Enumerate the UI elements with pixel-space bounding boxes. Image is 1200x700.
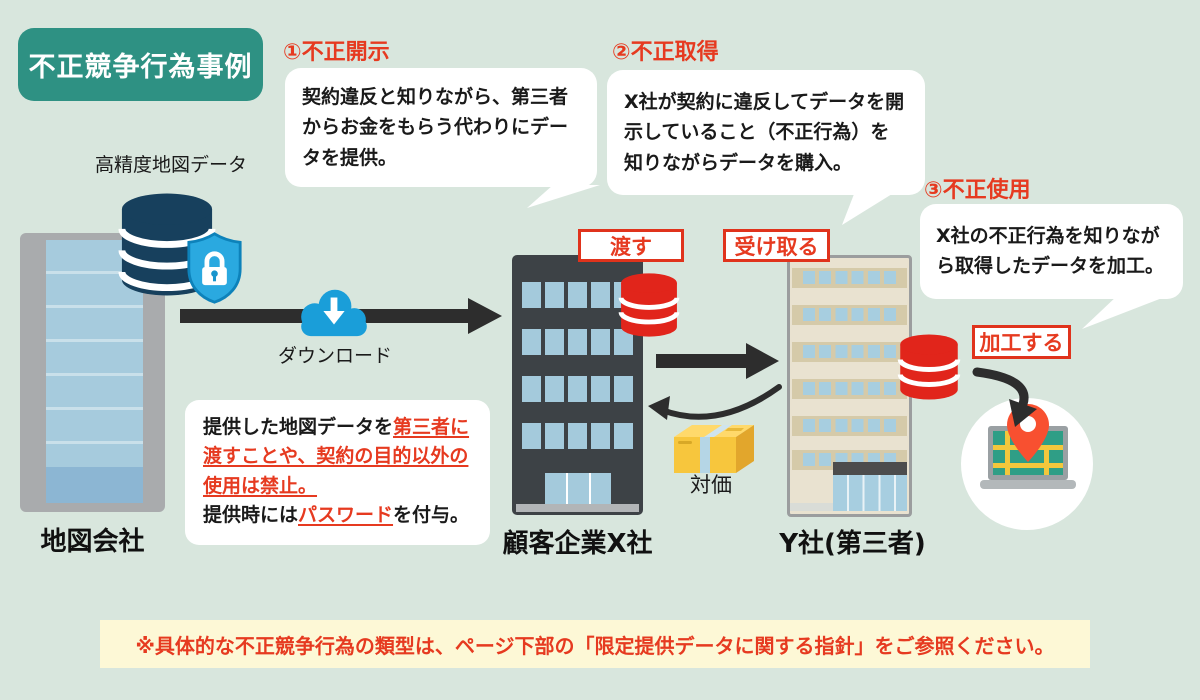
building-x-window-row bbox=[522, 423, 633, 449]
speech-bubble-acquisition: X社が契約に違反してデータを開示していること（不正行為）を知りながらデータを購入… bbox=[607, 70, 925, 196]
building-company-x bbox=[512, 255, 643, 515]
action-label-give: 渡す bbox=[578, 229, 684, 262]
label-company-x: 顧客企業X社 bbox=[502, 529, 653, 559]
contract-note-red2: パスワード bbox=[298, 504, 394, 527]
footer-note-text: ※具体的な不正競争行為の類型は、ページ下部の「限定提供データに関する指針」をご参… bbox=[135, 633, 1055, 658]
contract-note-black1: 提供した地図データを bbox=[203, 416, 394, 438]
database-icon-given-data bbox=[618, 273, 680, 337]
speech-bubble-acquisition-text: X社が契約に違反してデータを開示していること（不正行為）を知りながらデータを購入… bbox=[624, 91, 905, 174]
contract-note-box: 提供した地図データを第三者に渡すことや、契約の目的以外の使用は禁止。 提供時には… bbox=[185, 400, 490, 545]
callout2-heading: ②不正取得 bbox=[612, 40, 719, 65]
speech-bubble-disclosure: 契約違反と知りながら、第三者からお金をもらう代わりにデータを提供。 bbox=[285, 68, 597, 188]
action-label-process: 加工する bbox=[972, 325, 1071, 359]
speech-bubble-use-tail bbox=[1082, 295, 1170, 329]
building-company-y bbox=[787, 255, 912, 517]
contract-note-black2: 提供時には bbox=[203, 504, 299, 527]
building-x-base bbox=[516, 504, 639, 512]
flow-arrow-give-receive bbox=[656, 343, 779, 379]
label-map-company: 地図会社 bbox=[40, 527, 145, 557]
building-map-base bbox=[46, 467, 143, 503]
action-label-process-text: 加工する bbox=[979, 331, 1064, 355]
action-label-give-text: 渡す bbox=[610, 234, 652, 259]
page-title: 不正競争行為事例 bbox=[28, 52, 253, 83]
building-y-window-row bbox=[792, 379, 907, 399]
label-map-data: 高精度地図データ bbox=[95, 154, 248, 176]
callout3-heading: ③不正使用 bbox=[924, 178, 1031, 203]
speech-bubble-disclosure-tail bbox=[527, 185, 600, 208]
contract-note-black3: を付与。 bbox=[393, 504, 470, 527]
building-x-window-row bbox=[522, 282, 633, 308]
location-pin-icon bbox=[1007, 404, 1049, 462]
building-y-window-row bbox=[792, 305, 907, 325]
callout1-heading: ①不正開示 bbox=[283, 40, 390, 65]
contract-note-red1: 第三者に渡すことや、契約の目的以外の使用は禁止。 bbox=[203, 416, 470, 497]
building-y-step bbox=[790, 503, 833, 511]
flow-arrow-compensation bbox=[659, 384, 782, 420]
building-x-entrance bbox=[545, 473, 611, 505]
action-label-receive: 受け取る bbox=[723, 229, 830, 262]
building-x-window-row bbox=[522, 329, 633, 355]
building-y-window-row bbox=[792, 416, 907, 436]
building-y-entrance-bar bbox=[833, 462, 907, 475]
shield-lock-icon bbox=[187, 232, 242, 304]
money-stack-icon bbox=[674, 425, 754, 473]
action-label-receive-text: 受け取る bbox=[734, 234, 819, 259]
title-badge: 不正競争行為事例 bbox=[18, 28, 263, 101]
cloud-download-icon bbox=[301, 289, 367, 337]
building-x-window-row bbox=[522, 376, 633, 402]
footer-note-banner: ※具体的な不正競争行為の類型は、ページ下部の「限定提供データに関する指針」をご参… bbox=[100, 620, 1090, 668]
label-compensation: 対価 bbox=[690, 473, 732, 497]
building-y-window-row bbox=[792, 268, 907, 288]
speech-bubble-use-text: X社の不正行為を知りながら取得したデータを加工。 bbox=[936, 225, 1165, 278]
label-download: ダウンロード bbox=[277, 345, 392, 367]
building-y-entrance-glass bbox=[833, 475, 907, 511]
label-company-y: Y社(第三者) bbox=[779, 529, 926, 559]
database-icon-received-data bbox=[897, 334, 961, 400]
building-y-window-row bbox=[792, 342, 907, 362]
speech-bubble-disclosure-text: 契約違反と知りながら、第三者からお金をもらう代わりにデータを提供。 bbox=[302, 86, 569, 169]
speech-bubble-use: X社の不正行為を知りながら取得したデータを加工。 bbox=[920, 204, 1183, 299]
flow-arrow-compensation-head bbox=[648, 396, 670, 420]
